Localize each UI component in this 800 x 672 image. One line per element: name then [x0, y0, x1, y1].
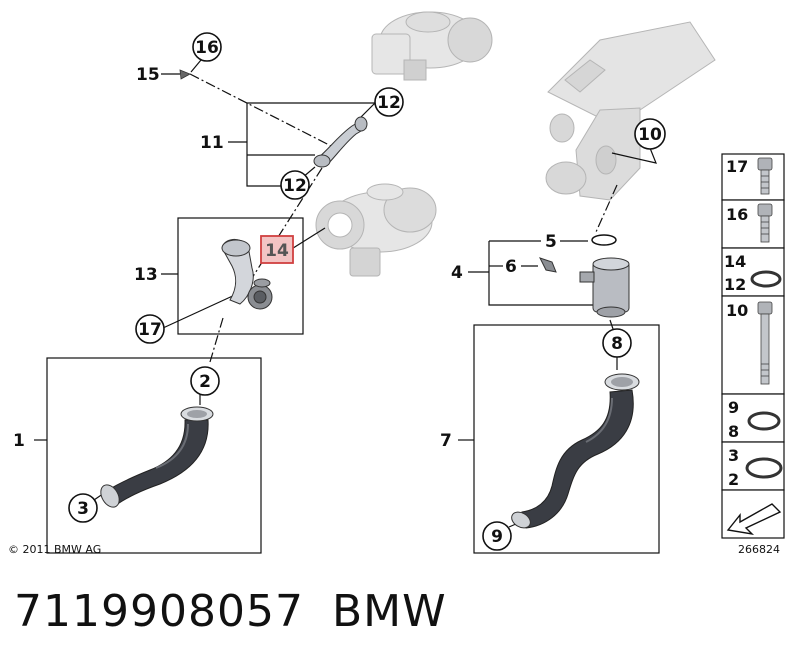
side-parts-panel: 17 16 14 12 10 [721, 153, 785, 539]
o-ring-large-icon [745, 457, 783, 479]
svg-text:17: 17 [726, 157, 748, 176]
svg-text:2: 2 [199, 372, 211, 392]
svg-text:14: 14 [265, 241, 289, 261]
diagram-number: 266824 [738, 543, 780, 556]
o-ring-small-icon [750, 270, 782, 288]
svg-text:3: 3 [728, 446, 739, 465]
svg-text:3: 3 [77, 499, 89, 519]
charge-air-hose-7 [511, 373, 640, 529]
return-arrow-icon [726, 503, 782, 536]
brand-name: BMW [332, 586, 447, 637]
box-1 [46, 357, 262, 554]
bolt-16-icon [757, 203, 773, 243]
callout-8: 8 [602, 328, 632, 358]
svg-text:12: 12 [377, 93, 401, 113]
side-row-9-8: 9 8 [728, 398, 781, 441]
callout-17: 17 [135, 314, 165, 344]
charge-air-elbow-13 [221, 239, 273, 310]
side-row-3-2: 3 2 [728, 446, 783, 489]
callout-12-mid: 12 [280, 170, 310, 200]
callout-9: 9 [482, 521, 512, 551]
svg-text:16: 16 [726, 205, 748, 224]
side-row-17: 17 [726, 157, 773, 195]
callout-14-highlighted[interactable]: 14 [260, 235, 294, 264]
sensor-6 [539, 257, 557, 273]
label-7: 7 [440, 431, 452, 451]
callout-12-top: 12 [374, 87, 404, 117]
label-13: 13 [134, 265, 158, 285]
label-4: 4 [451, 263, 463, 283]
svg-text:17: 17 [138, 320, 162, 340]
callout-16: 16 [192, 32, 222, 62]
bracket-lines [228, 102, 600, 306]
svg-text:8: 8 [728, 422, 739, 441]
label-1: 1 [13, 431, 25, 451]
pipe-11 [313, 116, 368, 168]
svg-text:10: 10 [638, 125, 662, 145]
copyright-text: © 2011 BMW AG [8, 543, 102, 556]
o-ring-medium-icon [747, 411, 781, 431]
throttle-housing-4 [579, 257, 630, 318]
svg-text:14: 14 [724, 252, 746, 271]
callout-10: 10 [634, 118, 666, 150]
intake-manifold-ghost [545, 21, 716, 201]
callout-2: 2 [190, 366, 220, 396]
charge-air-hose-1 [100, 406, 214, 508]
bolt-10-icon [757, 301, 773, 385]
side-row-10: 10 [726, 301, 773, 385]
label-15: 15 [136, 65, 160, 85]
svg-text:16: 16 [195, 38, 219, 58]
screw-16 [179, 69, 191, 80]
turbocharger-mid-ghost [315, 183, 437, 277]
svg-text:12: 12 [283, 176, 307, 196]
part-number: 7119908057 [14, 586, 304, 637]
label-11: 11 [200, 133, 224, 153]
svg-text:8: 8 [611, 334, 623, 354]
side-row-16: 16 [726, 203, 773, 243]
side-row-arrow [726, 503, 782, 536]
box-13 [177, 217, 304, 335]
svg-text:12: 12 [724, 275, 746, 294]
turbocharger-top-ghost [371, 11, 493, 81]
side-row-14-12: 14 12 [724, 252, 782, 294]
label-6: 6 [505, 257, 517, 277]
box-7 [473, 324, 660, 554]
label-5: 5 [545, 232, 557, 252]
svg-text:10: 10 [726, 301, 748, 320]
outline-boxes [34, 217, 660, 554]
svg-text:9: 9 [491, 527, 503, 547]
bolt-17-icon [757, 157, 773, 195]
callout-3: 3 [68, 493, 98, 523]
svg-text:2: 2 [728, 470, 739, 489]
svg-text:9: 9 [728, 398, 739, 417]
o-ring-5 [591, 234, 617, 246]
